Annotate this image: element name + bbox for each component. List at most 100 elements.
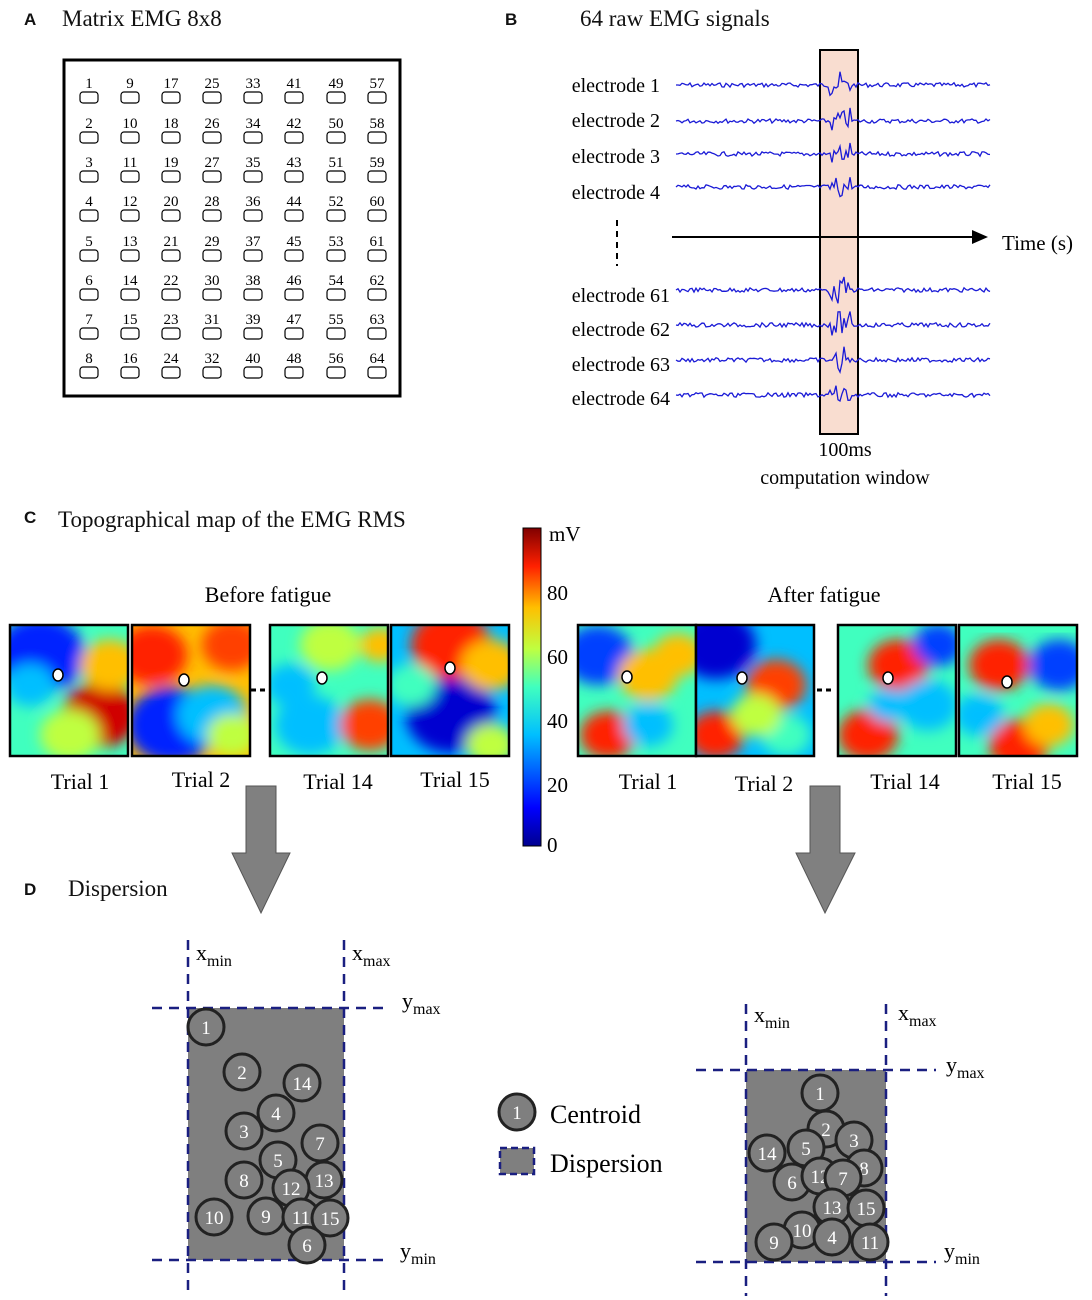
time-axis-arrowhead <box>972 230 988 244</box>
after-xmax-label: xmax <box>898 1000 937 1030</box>
window-duration-label: 100ms <box>818 439 872 461</box>
centroid-marker <box>52 668 64 682</box>
electrode-number: 17 <box>164 76 180 92</box>
centroid-number: 2 <box>237 1063 247 1084</box>
electrode-label-62: electrode 62 <box>572 319 670 341</box>
electrode-pad <box>284 209 304 222</box>
before-down-arrow <box>231 785 291 915</box>
centroid-number: 15 <box>857 1199 876 1220</box>
electrode-number: 7 <box>85 312 93 328</box>
after-xmin-label: xmin <box>754 1002 790 1032</box>
centroid-circle <box>850 1222 890 1262</box>
before-fatigue-label: Before fatigue <box>205 582 331 607</box>
legend: 1 Centroid Dispersion <box>497 1092 663 1178</box>
after-fatigue-label: After fatigue <box>768 582 881 607</box>
electrode-number: 2 <box>85 116 93 132</box>
electrode-number: 53 <box>329 234 344 250</box>
electrode-number: 43 <box>287 155 302 171</box>
electrode-number: 31 <box>205 312 220 328</box>
electrode-label-3: electrode 3 <box>572 146 660 168</box>
electrode-pad <box>202 288 222 301</box>
electrode-pad <box>243 131 263 144</box>
time-axis-label: Time (s) <box>1002 231 1073 255</box>
electrode-pad <box>367 91 387 104</box>
electrode-number: 15 <box>123 312 138 328</box>
electrode-number: 37 <box>246 234 262 250</box>
electrode-pad <box>326 209 346 222</box>
centroid-number: 13 <box>823 1198 842 1219</box>
electrode-pad <box>202 209 222 222</box>
electrode-number: 61 <box>370 234 385 250</box>
electrode-pad <box>120 170 140 183</box>
centroid-number: 10 <box>793 1221 812 1242</box>
electrode-number: 29 <box>205 234 220 250</box>
heatmap-2 <box>130 623 252 758</box>
centroid-number: 1 <box>201 1018 211 1039</box>
electrode-number: 39 <box>246 312 261 328</box>
electrode-label-2: electrode 2 <box>572 110 660 132</box>
centroid-number: 15 <box>321 1209 340 1230</box>
centroid-number: 10 <box>205 1208 224 1229</box>
heatmap-4 <box>389 623 511 758</box>
centroid-circle <box>222 1052 262 1092</box>
electrode-number: 28 <box>205 194 220 210</box>
centroid-number: 14 <box>758 1144 778 1165</box>
emg-traces <box>675 71 991 403</box>
electrode-number: 60 <box>370 194 385 210</box>
electrode-pad <box>202 366 222 379</box>
centroid-number: 9 <box>261 1207 271 1228</box>
electrode-number: 35 <box>246 155 261 171</box>
before-xmax-label: xmax <box>352 940 391 970</box>
after-trial-label-1: Trial 1 <box>619 769 677 794</box>
electrode-pad <box>79 170 99 183</box>
centroid-number: 14 <box>293 1074 313 1095</box>
electrode-pad <box>79 91 99 104</box>
electrode-number: 14 <box>123 273 139 289</box>
centroid-circle <box>747 1133 787 1173</box>
electrode-pad <box>79 327 99 340</box>
electrode-pad <box>161 170 181 183</box>
centroid-number: 11 <box>292 1208 310 1229</box>
after-ymax-label: ymax <box>946 1052 985 1082</box>
electrode-pad <box>79 366 99 379</box>
after-trial-label-4: Trial 15 <box>992 769 1061 794</box>
colorbar-tick-0: 0 <box>547 833 558 857</box>
electrode-pad <box>367 288 387 301</box>
electrode-pad <box>202 249 222 262</box>
electrode-pad <box>367 131 387 144</box>
electrode-number: 48 <box>287 351 302 367</box>
legend-centroid-label: Centroid <box>550 1100 641 1129</box>
electrode-pad <box>79 249 99 262</box>
electrode-pad <box>284 131 304 144</box>
electrode-matrix: 1234567891011121314151617181920212223242… <box>79 76 387 379</box>
electrode-number: 40 <box>246 351 261 367</box>
centroid-marker <box>736 671 748 685</box>
before-xmin-label: xmin <box>196 940 232 970</box>
electrode-pad <box>367 209 387 222</box>
electrode-number: 12 <box>123 194 138 210</box>
electrode-pad <box>120 288 140 301</box>
electrode-pad <box>243 366 263 379</box>
electrode-number: 13 <box>123 234 138 250</box>
after-down-arrow <box>795 785 856 915</box>
after-ymin-label: ymin <box>944 1238 980 1268</box>
centroid-circle <box>256 1093 296 1133</box>
panel-letter-b: B <box>505 10 518 29</box>
electrode-pad <box>161 249 181 262</box>
legend-dispersion-label: Dispersion <box>550 1149 663 1178</box>
electrode-number: 52 <box>329 194 344 210</box>
electrode-number: 26 <box>205 116 221 132</box>
emg-trace-7 <box>675 346 991 375</box>
centroid-circle <box>287 1225 327 1265</box>
centroid-number: 13 <box>315 1171 334 1192</box>
rms-heatmaps <box>8 623 1079 758</box>
electrode-number: 47 <box>287 312 303 328</box>
panel-d-title: Dispersion <box>68 876 168 901</box>
electrode-number: 64 <box>370 351 386 367</box>
matrix-frame <box>62 58 402 398</box>
centroid-number: 6 <box>302 1236 312 1257</box>
electrode-pad <box>367 366 387 379</box>
electrode-pad <box>284 288 304 301</box>
